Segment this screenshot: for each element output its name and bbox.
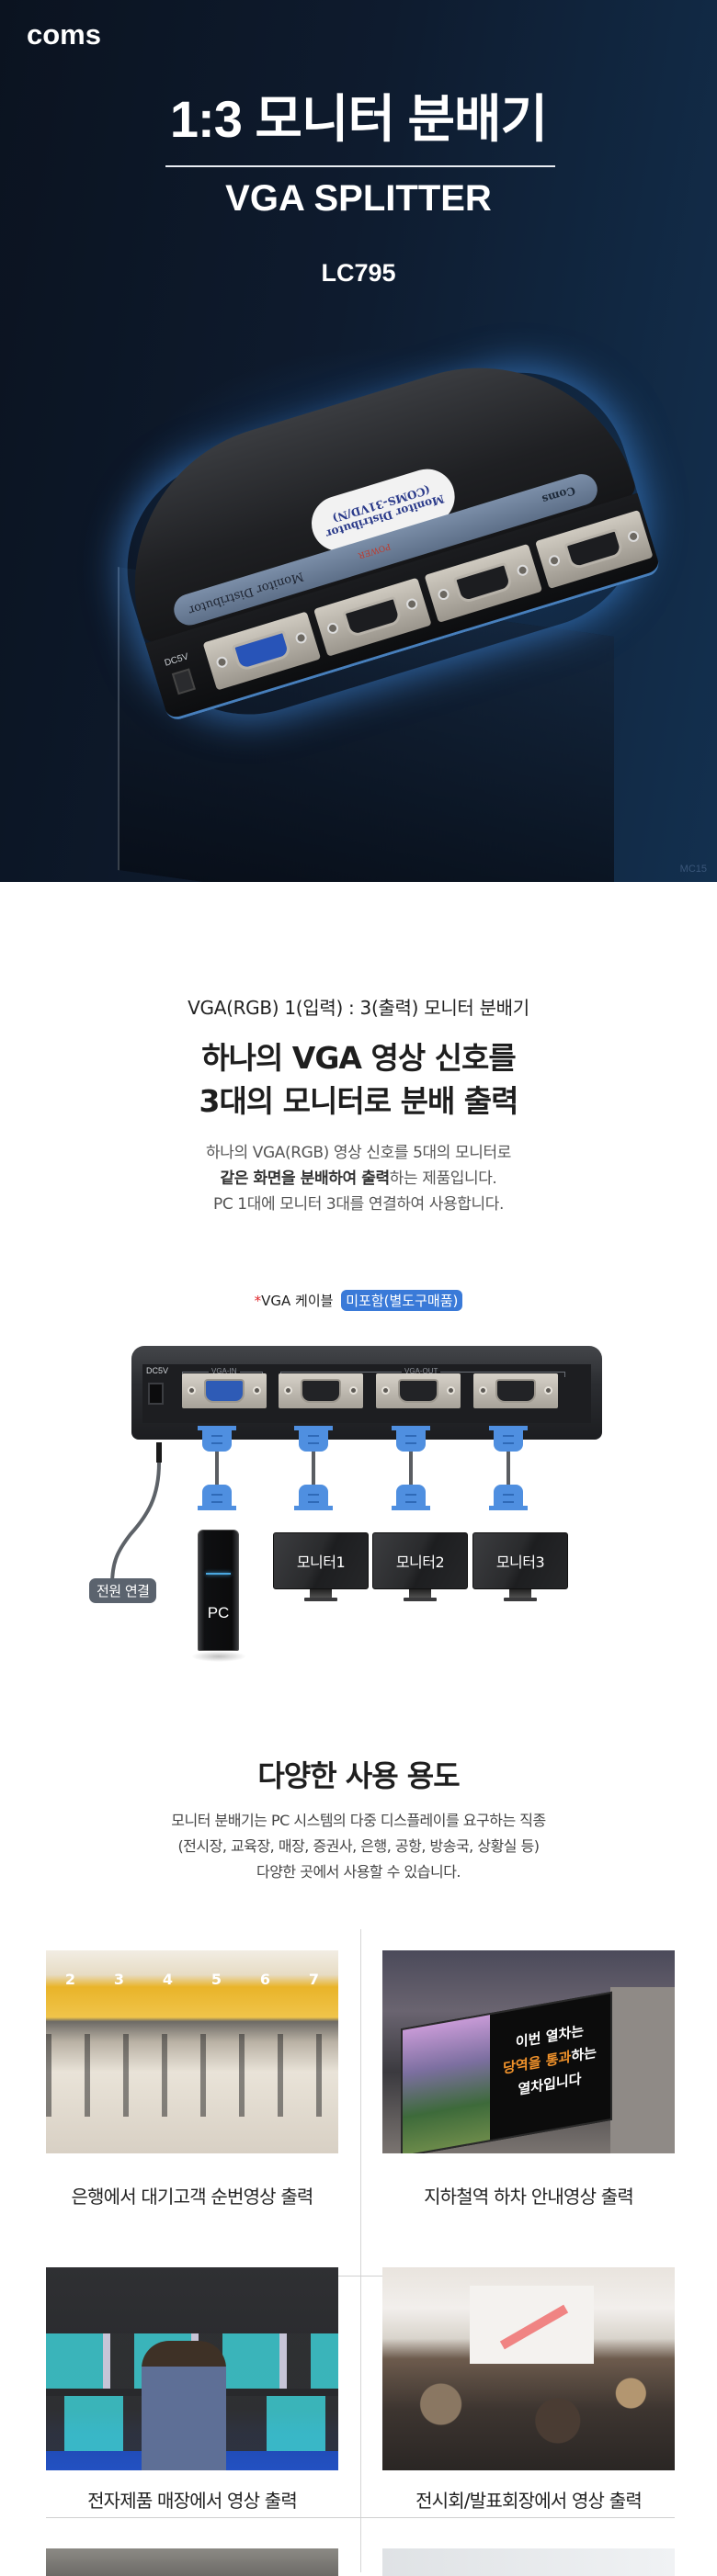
monitor-1-label: 모니터1 <box>296 1554 346 1571</box>
cable-note: *VGA 케이블 미포함(별도구매품) <box>0 1290 717 1311</box>
usage-desc-line-2: (전시장, 교육장, 매장, 증권사, 은행, 공항, 방송국, 상황실 등) <box>177 1837 540 1855</box>
body-line-3: PC 1대에 모니터 3대를 연결하여 사용합니다. <box>212 1195 505 1214</box>
audience <box>382 2360 675 2470</box>
monitor-3-label: 모니터3 <box>495 1554 545 1571</box>
usage-title: 다양한 사용 용도 <box>257 1758 460 1793</box>
splitter-rear-panel: VGA-IN VGA-OUT DC5V <box>131 1346 602 1440</box>
seat-rows <box>46 2034 338 2117</box>
conference-hall-photo <box>382 2267 675 2470</box>
subway-display-photo: 이번 열차는 당역을 통과하는 열차입니다 <box>382 1950 675 2153</box>
monitor-2-label: 모니터2 <box>395 1554 445 1571</box>
vga-plug-icon <box>294 1426 333 1452</box>
heading-line-2: 3대의 모니터로 분배 출력 <box>199 1083 518 1119</box>
port-panel: VGA-IN VGA-OUT DC5V <box>142 1364 591 1423</box>
hero-banner: coms 1:3 모니터 분배기 VGA SPLITTER LC795 Moni… <box>0 0 717 882</box>
intro-heading: 하나의 VGA 영상 신호를 3대의 모니터로 분배 출력 <box>0 1036 717 1123</box>
usage-caption: 은행에서 대기고객 순번영상 출력 <box>71 2186 313 2208</box>
usage-description: 모니터 분배기는 PC 시스템의 다중 디스플레이를 요구하는 직종 (전시장,… <box>0 1808 717 1885</box>
vga-plug-icon <box>198 1426 236 1452</box>
intro-body: 하나의 VGA(RGB) 영상 신호를 5대의 모니터로 같은 화면을 분배하여… <box>0 1140 717 1217</box>
counter-number: 5 <box>211 1971 222 1988</box>
monitor-3-icon: 모니터3 <box>472 1532 568 1601</box>
pc-led <box>206 1573 231 1575</box>
vga-out-port-1-icon <box>279 1373 363 1408</box>
body-line-1: 하나의 VGA(RGB) 영상 신호를 5대의 모니터로 <box>206 1144 511 1162</box>
usage-desc-line-1: 모니터 분배기는 PC 시스템의 다중 디스플레이를 요구하는 직종 <box>171 1812 546 1829</box>
vga-plug-icon <box>489 1426 528 1452</box>
usage-caption: 전시회/발표회장에서 영상 출력 <box>415 2490 643 2512</box>
cable-note-text: VGA 케이블 <box>261 1293 334 1309</box>
counter-number: 2 <box>64 1971 76 1988</box>
screen-picture <box>403 2015 490 2153</box>
dc-jack-icon <box>148 1383 164 1405</box>
vga-out-port-2-icon <box>376 1373 461 1408</box>
electronics-store-photo <box>46 2267 338 2470</box>
asterisk: * <box>254 1293 262 1309</box>
presentation-screen <box>470 2286 594 2364</box>
usage-desc-line-3: 다양한 곳에서 사용할 수 있습니다. <box>256 1863 461 1881</box>
usage-caption: 지하철역 하차 안내영상 출력 <box>424 2186 634 2208</box>
heading-line-1: 하나의 VGA 영상 신호를 <box>201 1040 517 1076</box>
row-divider <box>46 2276 675 2277</box>
body-emphasis: 같은 화면을 분배하여 출력 <box>220 1169 391 1188</box>
body-line-2: 같은 화면을 분배하여 출력하는 제품입니다. <box>0 1166 717 1192</box>
page-title: 1:3 모니터 분배기 <box>169 90 548 148</box>
vga-plug-icon <box>489 1485 528 1510</box>
power-cable-icon <box>110 1442 162 1585</box>
coms-logo: coms <box>27 18 101 51</box>
content-area: VGA(RGB) 1(입력) : 3(출력) 모니터 분배기 하나의 VGA 영… <box>0 882 717 2576</box>
customer-figure <box>142 2341 226 2470</box>
body-line-2-rest: 하는 제품입니다. <box>389 1169 497 1188</box>
vga-cable <box>409 1452 413 1485</box>
power-connection-label: 전원 연결 <box>89 1578 157 1603</box>
model-number: LC795 <box>321 259 396 287</box>
counter-numbers: 2 3 4 5 6 7 <box>46 1971 338 1988</box>
product-subtitle: VGA SPLITTER <box>225 178 492 219</box>
vga-out-label: VGA-OUT <box>402 1367 441 1375</box>
intro-lead: VGA(RGB) 1(입력) : 3(출력) 모니터 분배기 <box>188 997 529 1019</box>
counter-number: 3 <box>113 1971 125 1988</box>
vga-plug-icon <box>294 1485 333 1510</box>
vga-in-port-icon <box>182 1373 267 1408</box>
vga-out-port-3-icon <box>473 1373 558 1408</box>
vga-plug-icon <box>392 1485 430 1510</box>
vga-plug-icon <box>392 1426 430 1452</box>
vga-plug-icon <box>198 1485 236 1510</box>
pc-shadow <box>191 1651 246 1662</box>
dc5v-label: DC5V <box>146 1366 169 1375</box>
pc-tower-icon: PC <box>198 1530 239 1651</box>
screen-line-2-rest: 하는 <box>571 2043 597 2065</box>
grid-column-divider <box>360 1929 361 2572</box>
not-included-badge: 미포함(별도구매품) <box>341 1290 463 1311</box>
partial-photo <box>382 2548 675 2576</box>
vga-cable <box>506 1452 510 1485</box>
title-divider <box>165 165 555 167</box>
monitor-1-icon: 모니터1 <box>273 1532 369 1601</box>
partial-photo <box>46 2548 338 2576</box>
row-divider <box>46 2517 675 2518</box>
pc-label: PC <box>207 1604 230 1621</box>
image-watermark: MC15 <box>679 864 707 875</box>
bank-waiting-area-photo: 2 3 4 5 6 7 <box>46 1950 338 2153</box>
subway-screen: 이번 열차는 당역을 통과하는 열차입니다 <box>401 1991 612 2153</box>
subway-screen-message: 이번 열차는 당역을 통과하는 열차입니다 <box>495 2015 605 2106</box>
vga-cable <box>312 1452 315 1485</box>
counter-number: 4 <box>162 1971 174 1988</box>
vga-cable <box>215 1452 219 1485</box>
counter-number: 7 <box>308 1971 320 1988</box>
pillar <box>610 1987 675 2153</box>
monitor-2-icon: 모니터2 <box>372 1532 468 1601</box>
usage-caption: 전자제품 매장에서 영상 출력 <box>87 2490 298 2512</box>
counter-number: 6 <box>259 1971 271 1988</box>
vga-in-label: VGA-IN <box>209 1367 240 1375</box>
